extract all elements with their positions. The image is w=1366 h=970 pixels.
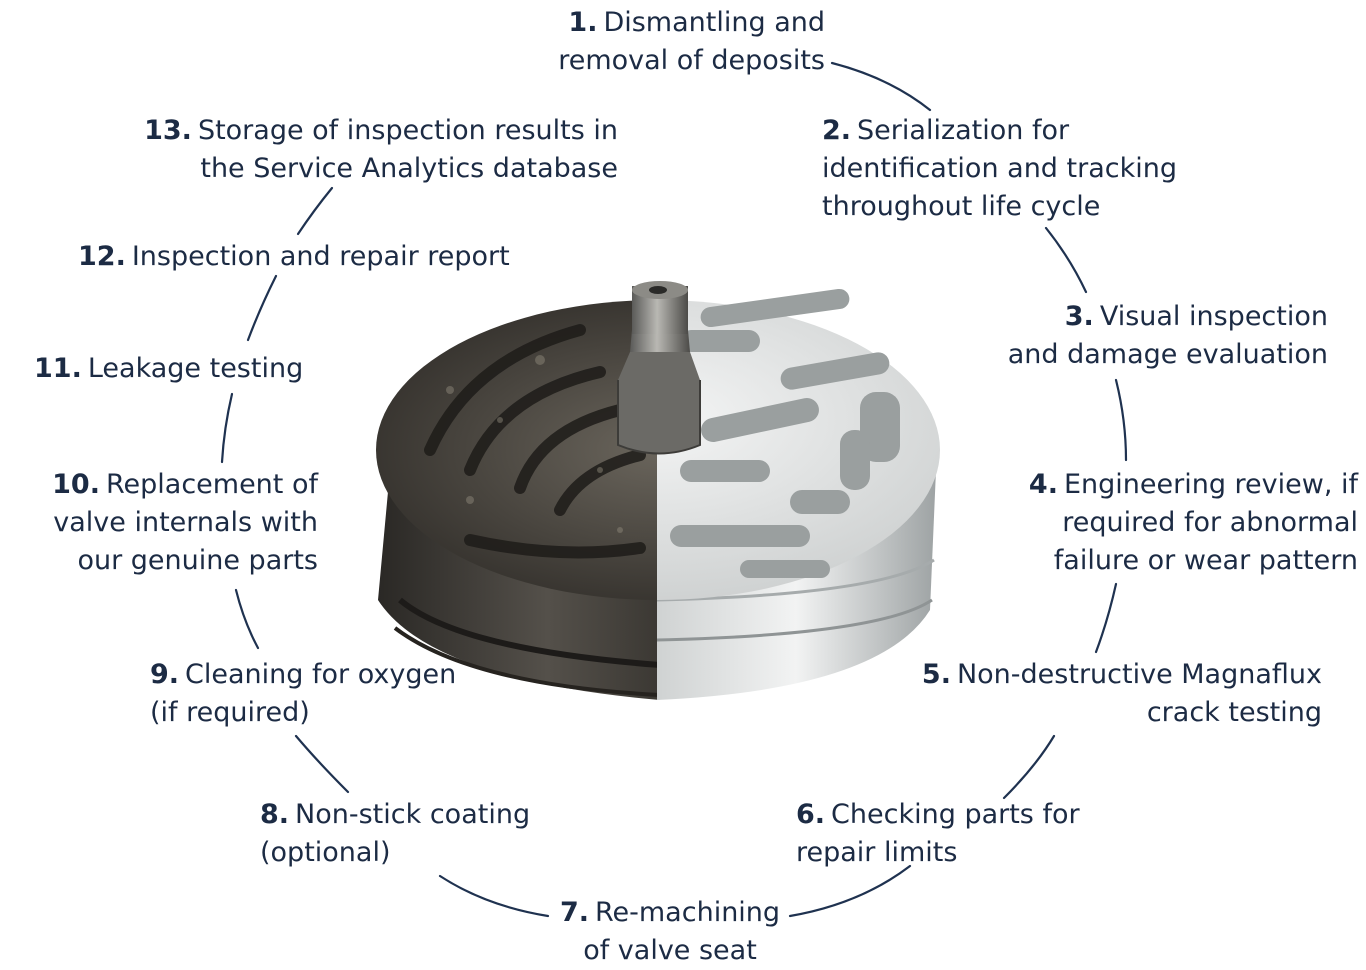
step-3: 3.Visual inspection and damage evaluatio… [960, 298, 1328, 374]
step-text: Cleaning for oxygen [185, 659, 457, 690]
connector-3-4 [1114, 378, 1128, 462]
step-9: 9.Cleaning for oxygen (if required) [150, 656, 490, 732]
connector-7-8 [438, 874, 550, 918]
valve-stem [617, 281, 701, 455]
step-text: Storage of inspection results in [197, 115, 618, 146]
step-text: Leakage testing [87, 353, 304, 384]
step-text: Non-destructive Magnaflux [956, 659, 1322, 690]
step-text: Re-machining [594, 897, 781, 928]
step-12: 12.Inspection and repair report [78, 238, 548, 276]
step-number: 12. [78, 241, 126, 272]
step-number: 8. [260, 799, 290, 830]
step-1: 1.Dismantling and removal of deposits [520, 4, 825, 80]
connector-10-11 [220, 392, 234, 464]
step-13: 13.Storage of inspection results in the … [100, 112, 618, 188]
step-text: (if required) [150, 697, 310, 728]
step-text: of valve seat [583, 935, 757, 966]
connector-11-12 [246, 274, 278, 342]
step-number: 9. [150, 659, 180, 690]
step-5: 5.Non-destructive Magnaflux crack testin… [900, 656, 1322, 732]
step-text: and damage evaluation [1007, 339, 1328, 370]
step-text: Checking parts for [831, 799, 1080, 830]
step-text: Replacement of [105, 469, 318, 500]
step-number: 3. [1064, 301, 1094, 332]
step-text: valve internals with [53, 507, 318, 538]
step-number: 13. [144, 115, 192, 146]
step-text: our genuine parts [77, 545, 318, 576]
step-text: Engineering review, if [1063, 469, 1358, 500]
step-text: required for abnormal [1062, 507, 1358, 538]
step-number: 4. [1028, 469, 1058, 500]
connector-6-7 [788, 864, 912, 918]
connector-8-9 [294, 734, 350, 794]
step-8: 8.Non-stick coating (optional) [260, 796, 570, 872]
step-text: Non-stick coating [295, 799, 531, 830]
connector-9-10 [234, 588, 260, 650]
clean-valve-half [657, 288, 940, 700]
step-4: 4.Engineering review, if required for ab… [990, 466, 1358, 580]
step-text: crack testing [1146, 697, 1322, 728]
connector-2-3 [1044, 226, 1088, 294]
connector-4-5 [1094, 582, 1118, 654]
dirty-valve-half [376, 300, 657, 700]
step-text: identification and tracking [822, 153, 1177, 184]
step-text: Serialization for [857, 115, 1070, 146]
step-number: 1. [568, 7, 598, 38]
step-text: throughout life cycle [822, 191, 1101, 222]
step-7: 7.Re-machining of valve seat [540, 894, 800, 970]
step-text: failure or wear pattern [1053, 545, 1358, 576]
step-text: Dismantling and [603, 7, 825, 38]
step-text: repair limits [796, 837, 958, 868]
step-text: (optional) [260, 837, 391, 868]
step-number: 7. [559, 897, 589, 928]
step-text: Visual inspection [1099, 301, 1328, 332]
step-10: 10.Replacement of valve internals with o… [2, 466, 318, 580]
step-text: removal of deposits [558, 45, 825, 76]
step-number: 11. [34, 353, 82, 384]
step-2: 2.Serialization for identification and t… [822, 112, 1242, 226]
step-11: 11.Leakage testing [34, 350, 324, 388]
step-text: Inspection and repair report [131, 241, 510, 272]
step-number: 2. [822, 115, 852, 146]
connector-5-6 [1002, 734, 1056, 800]
step-6: 6.Checking parts for repair limits [796, 796, 1116, 872]
step-number: 10. [52, 469, 100, 500]
step-number: 6. [796, 799, 826, 830]
connector-12-13 [296, 186, 334, 236]
step-number: 5. [921, 659, 951, 690]
connector-1-2 [830, 61, 932, 112]
step-text: the Service Analytics database [200, 153, 618, 184]
